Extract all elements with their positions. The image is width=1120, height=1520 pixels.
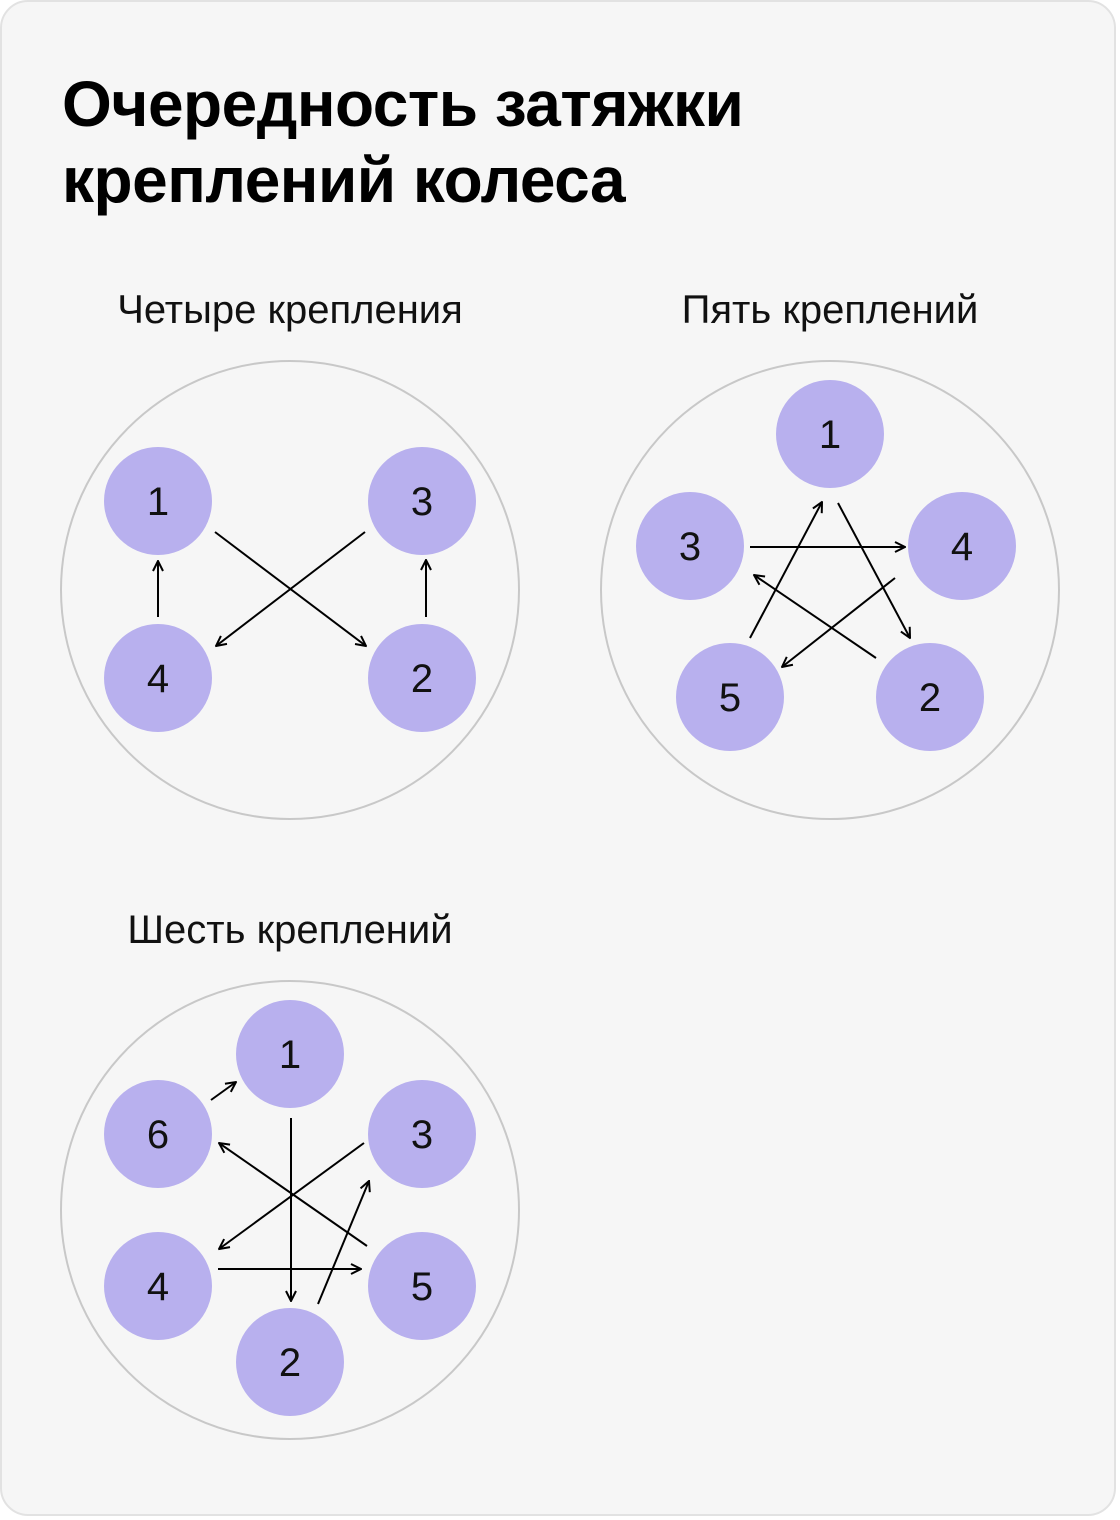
page-title-line-1: Очередность затяжки [62,68,744,140]
page-title: Очередность затяжки креплений колеса [62,66,744,218]
label-six-bolts: Шесть креплений [127,908,453,952]
page-title-line-2: креплений колеса [62,144,626,216]
label-four-bolts: Четыре крепления [117,288,463,332]
label-five-bolts: Пять креплений [681,288,979,332]
